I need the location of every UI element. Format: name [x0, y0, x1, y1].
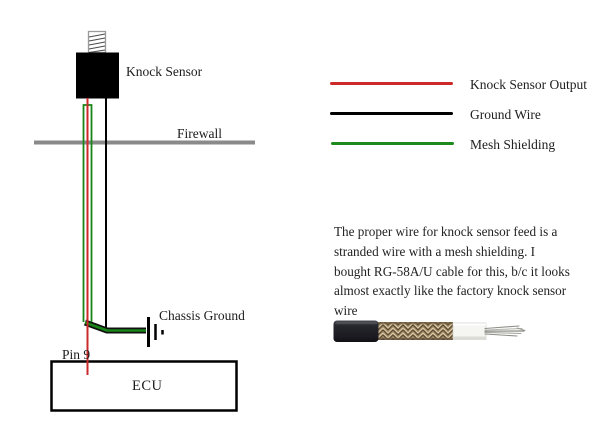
rg58-cable-photo	[333, 320, 526, 342]
knock-sensor-body	[76, 52, 119, 99]
firewall-label: Firewall	[177, 126, 222, 141]
legend-label-ground-wire: Ground Wire	[470, 107, 541, 122]
note-text: The proper wire for knock sensor feed is…	[334, 224, 570, 319]
legend-label-mesh-shielding: Mesh Shielding	[470, 137, 556, 152]
legend-line-mesh-shielding	[331, 142, 454, 145]
cable-braid-section	[377, 322, 453, 340]
knock-sensor-label: Knock Sensor	[126, 64, 203, 79]
legend-label-knock-sensor-output: Knock Sensor Output	[470, 77, 587, 92]
chassis-ground-icon	[147, 317, 164, 347]
spring-icon	[87, 30, 107, 54]
legend-line-knock-sensor-output	[330, 82, 453, 85]
firewall-line	[34, 140, 255, 145]
cable-jacket-section	[333, 320, 379, 342]
shield-to-ground-run-core	[84, 321, 146, 332]
pin9-label: Pin 9	[62, 347, 90, 362]
cable-strands	[484, 325, 526, 337]
ecu-box	[50, 360, 238, 412]
chassis-ground-label: Chassis Ground	[159, 308, 245, 323]
ecu-label: ECU	[132, 378, 163, 394]
cable-dielectric-section	[452, 322, 487, 340]
legend-line-ground-wire	[330, 112, 453, 115]
